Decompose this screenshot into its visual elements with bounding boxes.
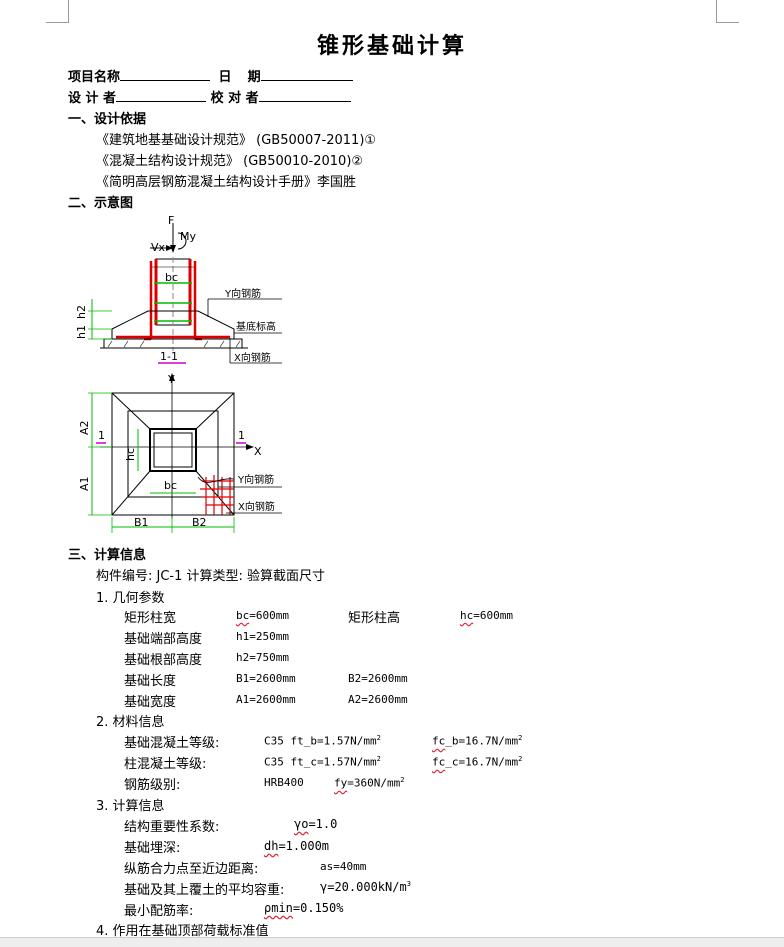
- param-label: 钢筋级别:: [124, 778, 181, 793]
- component-info: 构件编号: JC-1 计算类型: 验算截面尺寸: [96, 569, 326, 584]
- param-value: h1=250mm: [236, 630, 289, 643]
- label-y-rebar-elevation: Y向钢筋: [224, 287, 261, 300]
- subsection-heading: 3. 计算信息: [96, 799, 165, 814]
- label-Vx: Vx: [151, 241, 166, 254]
- project-field: 项目名称 日期: [68, 66, 353, 85]
- subsection-heading: 1. 几何参数: [96, 591, 165, 606]
- label-section-mark-right: 1: [238, 429, 245, 442]
- page-title: 锥形基础计算: [316, 33, 467, 59]
- label-F: F: [168, 215, 174, 227]
- label-B2: B2: [192, 516, 207, 529]
- designer-blank: [116, 89, 207, 102]
- param-value: hc=600mm: [460, 609, 513, 622]
- param-value: A1=2600mm: [236, 693, 296, 706]
- param-label: 基础混凝土等级:: [124, 736, 220, 751]
- param-label: 基础埋深:: [124, 841, 181, 856]
- label-section-1-1: 1-1: [160, 350, 178, 363]
- label-x-rebar-elevation: X向钢筋: [234, 351, 271, 364]
- page-bottom-edge: [0, 937, 784, 947]
- date-blank: [260, 68, 353, 81]
- label-bc-plan: bc: [164, 479, 177, 492]
- param-label: 结构重要性系数:: [124, 820, 220, 835]
- param-label: 基础及其上覆土的平均容重:: [124, 883, 285, 898]
- page-corner-mark: [716, 0, 739, 23]
- plan-view: Y X A2 A1 hc bc 1 1: [78, 373, 282, 533]
- param-value: fc_b=16.7N/mm2: [432, 734, 523, 748]
- reference-item: 《建筑地基基础设计规范》 (GB50007-2011)①: [96, 133, 377, 148]
- param-value: fc_c=16.7N/mm2: [432, 755, 523, 769]
- param-value: ρmin=0.150%: [264, 901, 344, 915]
- param-value: B1=2600mm: [236, 672, 296, 685]
- section-heading: 三、计算信息: [68, 548, 147, 563]
- label-My: My: [180, 230, 196, 243]
- section-heading: 一、设计依据: [68, 112, 147, 127]
- param-label: 基础根部高度: [124, 653, 203, 668]
- label-hc: hc: [124, 448, 137, 461]
- param-value: dh=1.000m: [264, 839, 330, 853]
- subsection-heading: 2. 材料信息: [96, 715, 165, 730]
- param-label: 柱混凝土等级:: [124, 757, 207, 772]
- label-A1: A1: [78, 476, 91, 491]
- label-h1: h1: [75, 325, 88, 339]
- label-y-rebar-plan: Y向钢筋: [237, 473, 274, 486]
- label-x-rebar-plan: X向钢筋: [238, 500, 275, 513]
- param-label: 矩形柱宽: [124, 611, 177, 626]
- param-value: B2=2600mm: [348, 672, 408, 685]
- param-label: 基础宽度: [124, 695, 177, 710]
- param-value: bc=600mm: [236, 609, 289, 622]
- param-value: h2=750mm: [236, 651, 289, 664]
- designer-field: 设 计 者 校 对 者: [68, 87, 351, 106]
- reference-item: 《简明高层钢筋混凝土结构设计手册》李国胜: [96, 175, 357, 190]
- section-heading: 二、示意图: [68, 196, 134, 211]
- checker-blank: [258, 89, 351, 102]
- param-label: 矩形柱高: [348, 611, 401, 626]
- label-bc-elevation: bc: [165, 271, 178, 284]
- param-label: 最小配筋率:: [124, 904, 194, 919]
- label-B1: B1: [134, 516, 149, 529]
- label-base-elevation: 基底标高: [236, 320, 276, 333]
- param-value: C35 ft_c=1.57N/mm2: [264, 755, 381, 769]
- label-Y: Y: [167, 373, 175, 386]
- label-A2: A2: [78, 420, 91, 435]
- param-value: HRB400: [264, 776, 304, 789]
- param-value: as=40mm: [320, 860, 367, 873]
- param-value: fy=360N/mm2: [334, 776, 405, 790]
- param-value: γ=20.000kN/m3: [320, 880, 411, 894]
- label-X: X: [254, 445, 262, 458]
- param-label: 基础端部高度: [124, 632, 203, 647]
- param-value: γo=1.0: [294, 817, 338, 831]
- param-label: 基础长度: [124, 674, 177, 689]
- param-value: C35 ft_b=1.57N/mm2: [264, 734, 381, 748]
- foundation-diagram: F Vx My bc h1: [75, 215, 282, 533]
- project-blank: [120, 68, 211, 81]
- param-value: A2=2600mm: [348, 693, 408, 706]
- reference-item: 《混凝土结构设计规范》 (GB50010-2010)②: [96, 154, 364, 169]
- label-section-mark-left: 1: [98, 429, 105, 442]
- label-h2: h2: [75, 305, 88, 319]
- elevation-view: F Vx My bc h1: [75, 215, 282, 364]
- page-corner-mark: [46, 0, 69, 23]
- subsection-heading: 4. 作用在基础顶部荷载标准值: [96, 924, 269, 939]
- param-label: 纵筋合力点至近边距离:: [124, 862, 259, 877]
